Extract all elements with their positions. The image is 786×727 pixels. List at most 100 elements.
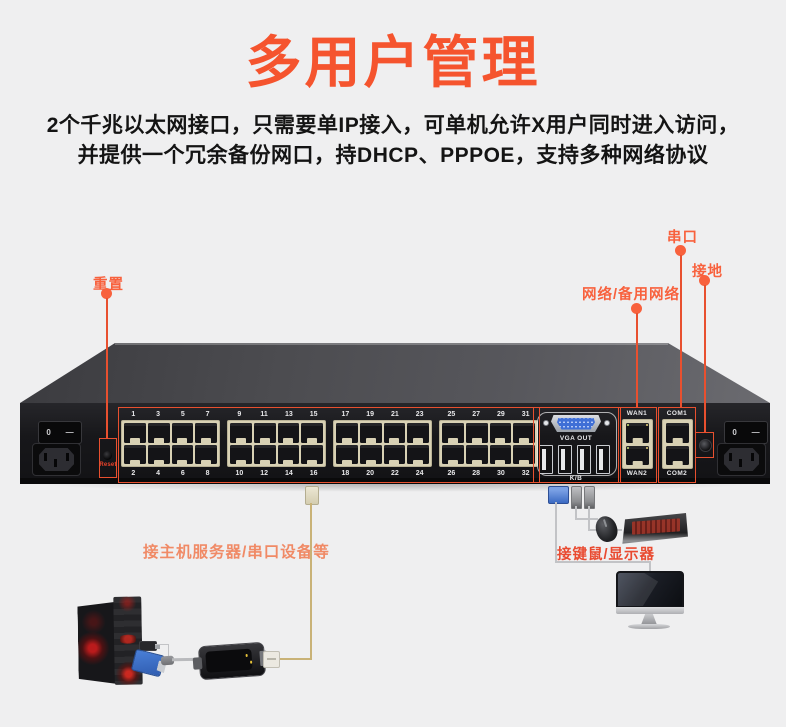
callout-serial-line xyxy=(680,255,682,407)
monitor-base xyxy=(628,624,670,629)
com1-port xyxy=(666,423,689,443)
port-number: 20 xyxy=(366,470,375,477)
port-number: 31 xyxy=(521,411,530,418)
label-host-devices: 接主机服务器/串口设备等 xyxy=(143,544,330,561)
port-number: 22 xyxy=(390,470,399,477)
usb-port xyxy=(596,445,610,474)
rj45-port xyxy=(124,423,146,443)
port-number: 17 xyxy=(341,411,350,418)
power-inlet-left xyxy=(32,443,81,476)
port-number: 30 xyxy=(496,470,505,477)
mouse-cable-v xyxy=(575,506,577,520)
description-line-2: 并提供一个冗余备份网口，持DHCP、PPPOE，支持多种网络协议 xyxy=(77,144,709,167)
pc-tower-illustration xyxy=(77,596,143,685)
vga-plug-hanging xyxy=(548,486,569,504)
rj45-port xyxy=(383,423,406,443)
device-top-panel xyxy=(20,343,770,403)
rj45-port-group xyxy=(333,420,432,467)
callout-reset-line xyxy=(106,298,108,438)
rj45-port-group xyxy=(227,420,326,467)
callout-reset-dot xyxy=(101,288,112,299)
thin-wire-h xyxy=(155,644,169,646)
power-switch-right: 0 — xyxy=(724,421,768,444)
port-number: 5 xyxy=(180,411,185,418)
rj45-plug-white xyxy=(263,651,280,668)
usb-port xyxy=(558,445,572,474)
rj45-plug xyxy=(305,486,319,505)
port-number: 15 xyxy=(309,411,318,418)
reset-button xyxy=(103,451,112,460)
callout-serial-dot xyxy=(675,245,686,256)
port-number: 8 xyxy=(205,470,210,477)
rj45-port xyxy=(195,423,217,443)
vga-screw xyxy=(604,420,610,426)
power-pin xyxy=(751,453,754,461)
monitor-chin xyxy=(616,607,684,614)
rj45-port xyxy=(171,423,194,443)
switch-off-mark: 0 xyxy=(732,427,737,437)
monitor-cable-h xyxy=(555,561,651,563)
monitor-screen xyxy=(616,571,684,608)
rj45-port xyxy=(336,444,358,464)
device-shadow xyxy=(34,484,756,492)
rj45-port xyxy=(359,444,382,464)
callout-network: 网络/备用网络 xyxy=(582,287,681,303)
keyboard-illustration xyxy=(622,513,688,544)
wan2-label: WAN2 xyxy=(626,470,648,477)
power-pin xyxy=(54,459,57,467)
serial-dongle-illustration xyxy=(192,641,268,681)
port-number: 10 xyxy=(235,470,244,477)
port-number: 18 xyxy=(341,470,350,477)
ground-highlight-box xyxy=(695,432,714,458)
vga-connector-face xyxy=(557,417,595,430)
usb-connector-black xyxy=(139,641,160,651)
page-title: 多用户管理 xyxy=(245,31,541,94)
keyboard-cable-v xyxy=(588,506,590,531)
wan2-port xyxy=(626,445,649,465)
rj45-port xyxy=(195,444,217,464)
port-number: 14 xyxy=(284,470,293,477)
switch-on-mark: — xyxy=(751,427,760,437)
rj45-port xyxy=(465,423,488,443)
rj45-port xyxy=(124,444,146,464)
rj45-port xyxy=(489,444,512,464)
wan-highlight-box xyxy=(618,407,657,483)
rj45-port xyxy=(465,444,488,464)
mouse-cable-h xyxy=(575,518,598,520)
device-bottom-edge xyxy=(20,478,770,484)
dongle-cable-nub xyxy=(192,657,203,670)
rj45-port xyxy=(147,423,170,443)
pc-tower-side-panel xyxy=(77,602,116,685)
rj45-port-group xyxy=(439,420,538,467)
port-number: 3 xyxy=(156,411,161,418)
dongle-panel xyxy=(205,648,253,673)
rj45-port xyxy=(513,423,535,443)
rj45-port xyxy=(147,444,170,464)
wan-port-stack xyxy=(622,419,653,469)
keyboard-mouse-label: K/B xyxy=(569,475,583,482)
com-highlight-box xyxy=(658,407,696,483)
port-number: 11 xyxy=(260,411,268,418)
power-switch-left: 0 — xyxy=(38,421,82,444)
monitor-cable-v2 xyxy=(649,561,651,573)
power-inlet-right xyxy=(717,443,766,476)
com2-port xyxy=(666,445,689,465)
port-number: 4 xyxy=(156,470,161,477)
power-pin xyxy=(66,453,69,461)
power-pin xyxy=(739,459,742,467)
keyboard-keys xyxy=(631,518,680,536)
rj45-port xyxy=(383,444,406,464)
label-kvm-devices: 接键鼠/显示器 xyxy=(557,547,656,563)
port-number: 2 xyxy=(131,470,136,477)
rj45-port xyxy=(253,423,276,443)
console-highlight-box xyxy=(533,407,621,483)
rj45-port xyxy=(301,444,323,464)
console-group-outline xyxy=(537,412,617,476)
port-number: 1 xyxy=(131,411,136,418)
ports-highlight-box xyxy=(118,407,540,483)
switch-off-mark: 0 xyxy=(46,427,51,437)
